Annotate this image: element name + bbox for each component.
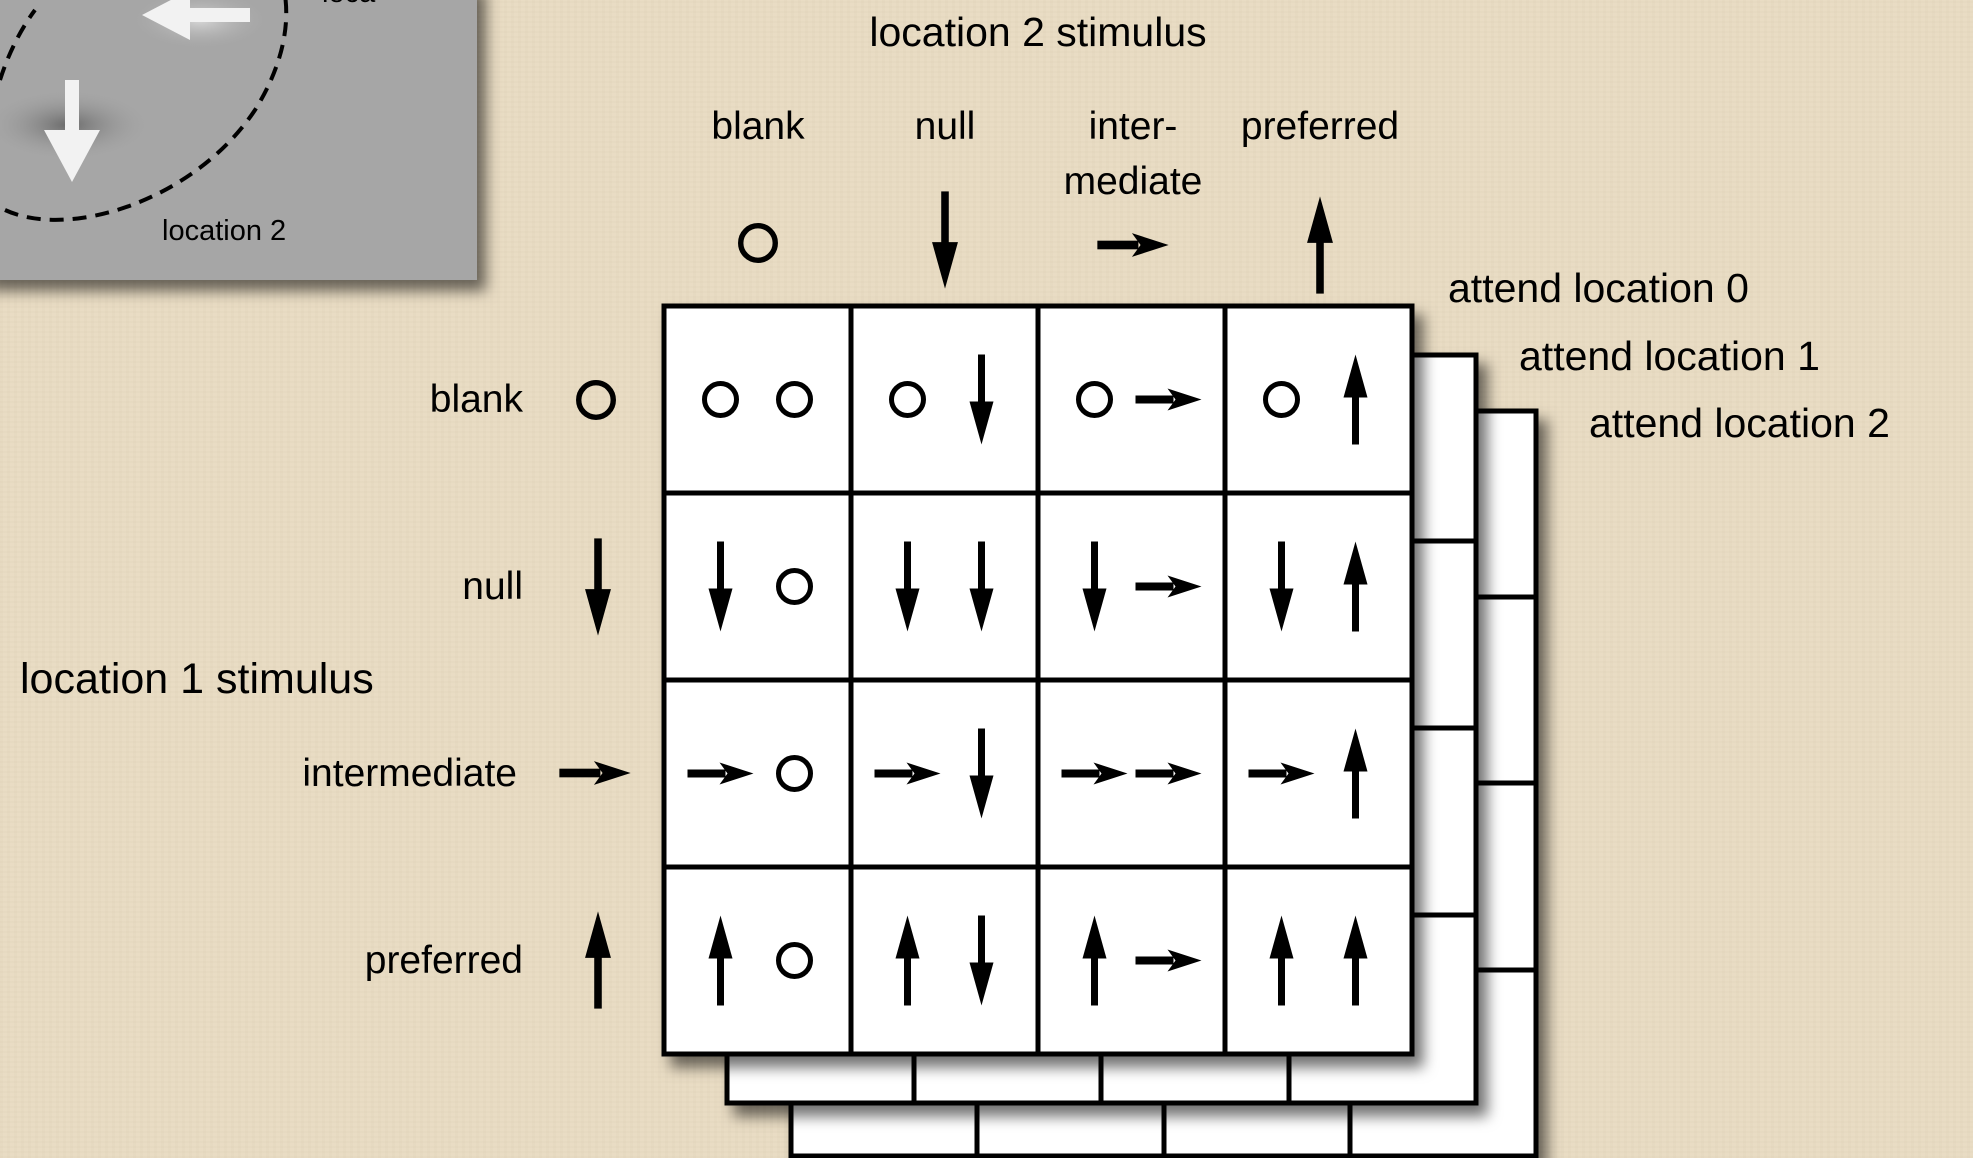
circle-icon — [738, 223, 778, 263]
circle-icon — [776, 755, 813, 792]
arrow-right-icon — [687, 762, 754, 785]
arrow-up-icon — [1082, 915, 1107, 1006]
grid-cell — [895, 541, 994, 632]
inset-arrow-down-icon — [44, 80, 100, 182]
arrow-down-icon — [708, 541, 733, 632]
arrow-up-icon — [1343, 728, 1368, 819]
grid-cell — [1076, 381, 1202, 418]
column-label-preferred: preferred — [1241, 105, 1399, 148]
arrow-down-icon — [895, 541, 920, 632]
grid-cell — [1082, 915, 1202, 1006]
grid-cell — [1269, 915, 1368, 1006]
arrow-right-icon — [1061, 762, 1128, 785]
grid-cell — [874, 728, 994, 819]
column-label-intermediate-line2: mediate — [1064, 160, 1203, 203]
location-1-stimulus-title: location 1 stimulus — [20, 655, 374, 703]
row-header: location 1 stimulus blank null intermedi… — [20, 378, 631, 1009]
row-label-preferred: preferred — [365, 939, 523, 982]
layer-label-attend-location-2: attend location 2 — [1589, 400, 1890, 446]
grid-cell — [1269, 541, 1368, 632]
grid-cell — [708, 541, 813, 632]
arrow-down-icon — [585, 538, 611, 636]
arrow-down-icon — [969, 354, 994, 445]
grid-cell-symbols — [687, 354, 1368, 1006]
layer-labels: attend location 0 attend location 1 atte… — [1448, 265, 1890, 446]
grid-cell — [1263, 354, 1368, 445]
inset-arrow-left-icon — [142, 0, 250, 40]
inset-partial-label: loca — [322, 0, 376, 9]
location-2-dashed-boundary-left — [0, 8, 37, 81]
layer-attend-location-0 — [661, 303, 1415, 1057]
location-2-stimulus-title: location 2 stimulus — [869, 9, 1206, 55]
circle-icon — [1263, 381, 1300, 418]
stimulus-inset: location 2 loca — [0, 0, 477, 280]
layer-label-attend-location-0: attend location 0 — [1448, 265, 1749, 311]
grid-cell — [1248, 728, 1368, 819]
row-label-null: null — [462, 565, 523, 608]
arrow-up-icon — [1343, 354, 1368, 445]
circle-icon — [702, 381, 739, 418]
row-label-intermediate: intermediate — [302, 752, 517, 795]
grid-cell — [889, 354, 994, 445]
grid-cell — [702, 381, 813, 418]
arrow-up-icon — [1269, 915, 1294, 1006]
arrow-up-icon — [1343, 541, 1368, 632]
arrow-right-icon — [1135, 762, 1202, 785]
arrow-down-icon — [969, 915, 994, 1006]
grid-cell — [1082, 541, 1202, 632]
arrow-right-icon — [559, 761, 631, 785]
inset-location-2-label: location 2 — [162, 215, 286, 247]
row-label-blank: blank — [430, 378, 524, 421]
grid-cell — [708, 915, 813, 1006]
arrow-down-icon — [969, 728, 994, 819]
arrow-up-icon — [585, 911, 611, 1009]
arrow-up-icon — [895, 915, 920, 1006]
grid-cell — [895, 915, 994, 1006]
grid-cell — [1061, 762, 1202, 785]
arrow-down-icon — [1082, 541, 1107, 632]
circle-icon — [776, 381, 813, 418]
arrow-down-icon — [969, 541, 994, 632]
circle-icon — [1076, 381, 1113, 418]
arrow-right-icon — [1097, 233, 1169, 257]
row-header-symbols — [559, 380, 631, 1009]
circle-icon — [576, 380, 616, 420]
arrow-right-icon — [1135, 388, 1202, 411]
column-label-null: null — [915, 105, 976, 148]
grid-cell — [687, 755, 813, 792]
column-header-symbols — [738, 191, 1333, 294]
arrow-up-icon — [1343, 915, 1368, 1006]
arrow-right-icon — [874, 762, 941, 785]
arrow-down-icon — [1269, 541, 1294, 632]
column-label-blank: blank — [711, 105, 805, 148]
arrow-up-icon — [1307, 196, 1333, 294]
arrow-down-icon — [932, 191, 958, 289]
arrow-up-icon — [708, 915, 733, 1006]
column-label-intermediate-line1: inter- — [1089, 105, 1178, 148]
circle-icon — [776, 568, 813, 605]
layer-label-attend-location-1: attend location 1 — [1519, 333, 1820, 379]
arrow-right-icon — [1135, 575, 1202, 598]
column-header: location 2 stimulus blank null inter- me… — [711, 9, 1399, 294]
arrow-right-icon — [1135, 949, 1202, 972]
circle-icon — [776, 942, 813, 979]
arrow-right-icon — [1248, 762, 1315, 785]
circle-icon — [889, 381, 926, 418]
